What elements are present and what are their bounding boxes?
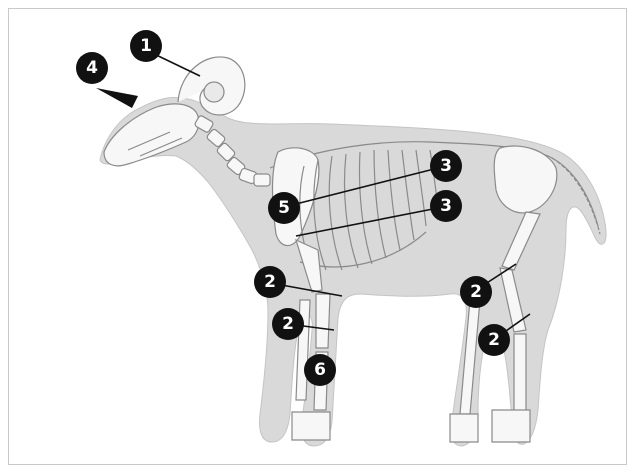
- marker-3b: 3: [430, 190, 462, 222]
- marker-5: 5: [268, 192, 300, 224]
- svg-text:3: 3: [440, 156, 452, 176]
- svg-text:2: 2: [470, 282, 482, 302]
- svg-text:2: 2: [488, 330, 500, 350]
- svg-text:5: 5: [278, 198, 290, 218]
- svg-text:4: 4: [86, 58, 98, 78]
- pointer-arrow: [96, 88, 138, 108]
- marker-2c: 2: [460, 276, 492, 308]
- svg-text:6: 6: [314, 360, 326, 380]
- svg-text:2: 2: [282, 314, 294, 334]
- marker-2b: 2: [272, 308, 304, 340]
- marker-2a: 2: [254, 266, 286, 298]
- svg-text:3: 3: [440, 196, 452, 216]
- marker-2d: 2: [478, 324, 510, 356]
- marker-4: 4: [76, 52, 108, 84]
- svg-text:2: 2: [264, 272, 276, 292]
- marker-1: 1: [130, 30, 162, 62]
- svg-text:1: 1: [140, 36, 152, 56]
- marker-6: 6: [304, 354, 336, 386]
- marker-3a: 3: [430, 150, 462, 182]
